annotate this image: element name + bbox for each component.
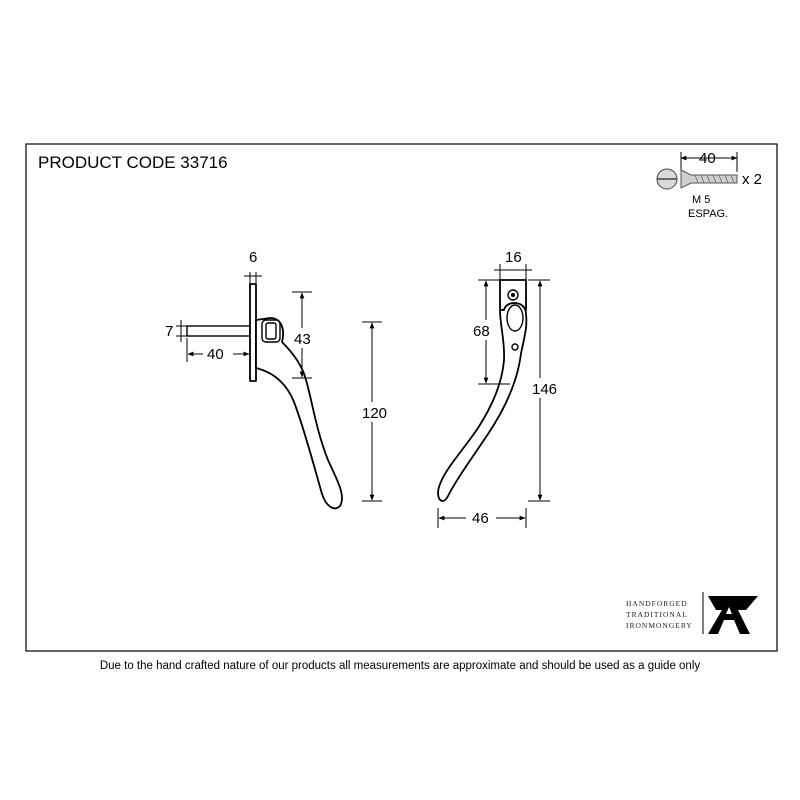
handle-width-label: 46 xyxy=(472,510,489,527)
screw-type: ESPAG. xyxy=(688,208,728,220)
overall-height-label: 146 xyxy=(532,381,557,398)
plate-thickness-label: 6 xyxy=(249,249,257,266)
plate-height-label: 68 xyxy=(473,323,490,340)
handle-side-profile xyxy=(255,317,343,510)
handle-drop-label: 120 xyxy=(362,405,387,422)
anvil-A-icon xyxy=(708,596,758,634)
logo-line-1: HANDFORGED xyxy=(626,599,688,608)
front-view: 16 68 146 46 xyxy=(437,249,564,528)
logo-line-3: IRONMONGERY xyxy=(626,621,693,630)
product-code: PRODUCT CODE 33716 xyxy=(38,153,228,172)
spindle-length-label: 40 xyxy=(207,346,224,363)
screw-quantity: x 2 xyxy=(742,171,762,188)
spindle-diameter-label: 7 xyxy=(165,323,173,340)
screw-thread: M 5 xyxy=(692,194,710,206)
footer-disclaimer: Due to the hand crafted nature of our pr… xyxy=(100,660,701,672)
brand-logo: HANDFORGED TRADITIONAL IRONMONGERY xyxy=(626,592,758,634)
handle-front-profile xyxy=(437,302,528,502)
spindle xyxy=(186,325,251,337)
drawing-frame xyxy=(25,143,778,652)
side-view: 6 7 40 43 120 xyxy=(165,249,390,510)
plate-to-handle-label: 43 xyxy=(294,331,311,348)
screw-length-label: 40 xyxy=(699,150,716,167)
screw-diagram: 40 x 2 M 5 ESPAG. xyxy=(656,150,762,220)
screw-shank-icon xyxy=(680,169,738,189)
logo-line-2: TRADITIONAL xyxy=(626,610,688,619)
plate-width-label: 16 xyxy=(505,249,522,266)
